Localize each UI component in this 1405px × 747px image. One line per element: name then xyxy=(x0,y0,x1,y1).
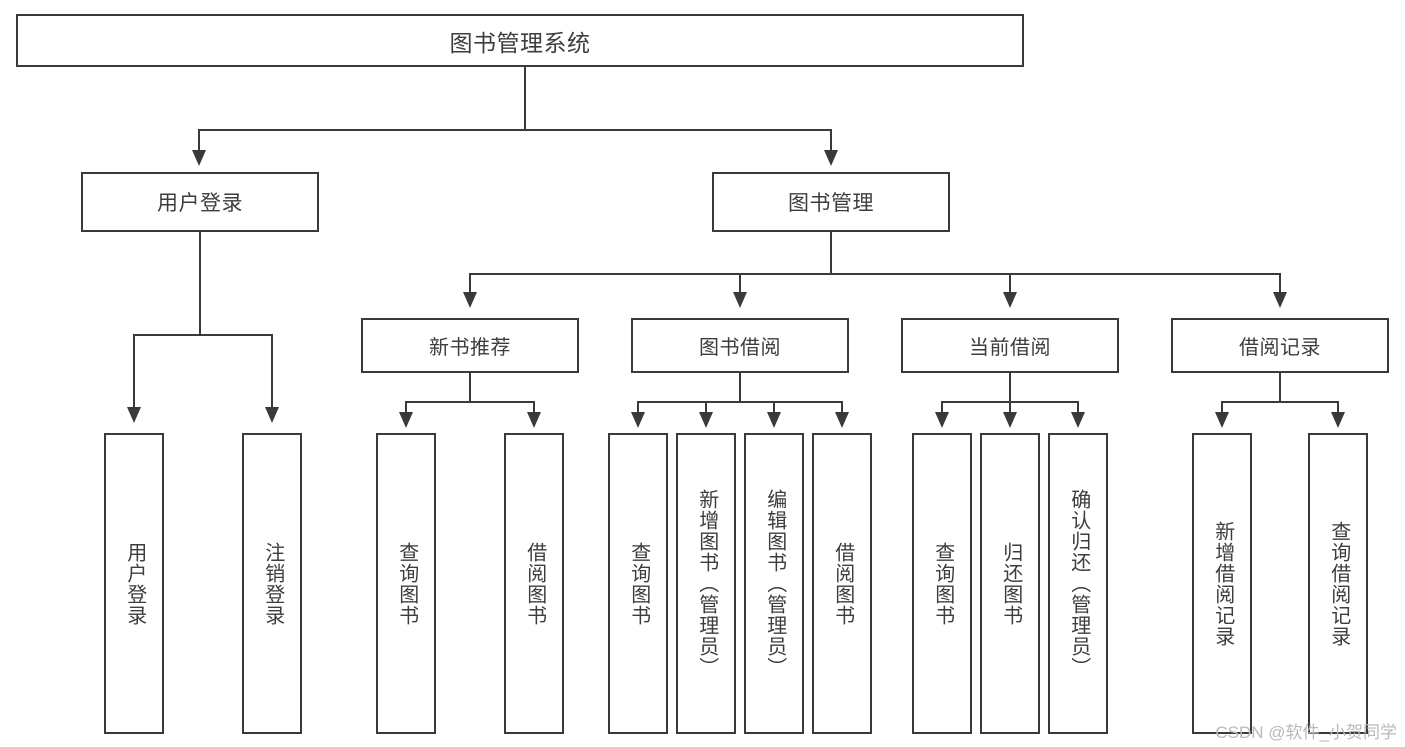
connector-newbook-leaf-1 xyxy=(405,401,407,415)
arrowhead-login-leaf-1 xyxy=(127,407,141,423)
connector-newbook-bus xyxy=(405,401,535,403)
arrowhead-bookborrow-leaf-3 xyxy=(767,412,781,428)
arrowhead-currentborrow-leaf-3 xyxy=(1071,412,1085,428)
leaf-borrow-book[interactable]: 借阅图书 xyxy=(812,433,872,734)
connector-bookmgmt-stem xyxy=(830,232,832,274)
arrowhead-borrowrecord-leaf-1 xyxy=(1215,412,1229,428)
leaf-query-book-borrow[interactable]: 查询图书 xyxy=(608,433,668,734)
leaf-query-book-current[interactable]: 查询图书 xyxy=(912,433,972,734)
connector-login-to-leaf-2 xyxy=(271,334,273,411)
connector-login-stem xyxy=(199,232,201,335)
node-label: 图书管理 xyxy=(788,192,874,215)
node-book-management[interactable]: 图书管理 xyxy=(712,172,950,232)
watermark-text: CSDN @软件_小贺同学 xyxy=(1215,723,1397,742)
connector-login-to-leaf-1 xyxy=(133,334,135,411)
arrowhead-bookborrow-leaf-2 xyxy=(699,412,713,428)
node-borrow-record[interactable]: 借阅记录 xyxy=(1171,318,1389,373)
node-label: 新书推荐 xyxy=(429,337,511,359)
node-label: 图书借阅 xyxy=(699,337,781,359)
arrowhead-currentborrow-leaf-1 xyxy=(935,412,949,428)
node-current-borrow[interactable]: 当前借阅 xyxy=(901,318,1119,373)
connector-borrowrecord-bus xyxy=(1221,401,1339,403)
leaf-label: 查询图书 xyxy=(395,541,418,626)
connector-bookmgmt-to-child-2 xyxy=(739,273,741,296)
leaf-logout[interactable]: 注销登录 xyxy=(242,433,302,734)
leaf-label: 确认归还（管理员） xyxy=(1067,489,1090,678)
connector-borrowrecord-leaf-1 xyxy=(1221,401,1223,415)
connector-bookborrow-leaf-2 xyxy=(705,401,707,415)
arrowhead-login-leaf-2 xyxy=(265,407,279,423)
leaf-label: 注销登录 xyxy=(261,541,284,626)
connector-bookborrow-stem xyxy=(739,373,741,402)
connector-bookborrow-bus xyxy=(637,401,843,403)
arrowhead-currentborrow-leaf-2 xyxy=(1003,412,1017,428)
arrowhead-newbook-leaf-1 xyxy=(399,412,413,428)
arrowhead-borrowrecord-leaf-2 xyxy=(1331,412,1345,428)
leaf-borrow-book-recommend[interactable]: 借阅图书 xyxy=(504,433,564,734)
connector-root-to-bookmgmt xyxy=(830,129,832,154)
connector-currentborrow-stem xyxy=(1009,373,1011,402)
leaf-label: 用户登录 xyxy=(123,541,146,626)
connector-bookborrow-leaf-4 xyxy=(841,401,843,415)
node-book-borrow[interactable]: 图书借阅 xyxy=(631,318,849,373)
leaf-confirm-return-admin[interactable]: 确认归还（管理员） xyxy=(1048,433,1108,734)
node-user-login[interactable]: 用户登录 xyxy=(81,172,319,232)
connector-bookborrow-leaf-1 xyxy=(637,401,639,415)
connector-currentborrow-leaf-1 xyxy=(941,401,943,415)
leaf-add-borrow-record[interactable]: 新增借阅记录 xyxy=(1192,433,1252,734)
node-label: 当前借阅 xyxy=(969,337,1051,359)
arrowhead-bookmgmt-child-4 xyxy=(1273,292,1287,308)
arrowhead-newbook-leaf-2 xyxy=(527,412,541,428)
leaf-label: 查询借阅记录 xyxy=(1327,520,1350,647)
connector-bookmgmt-to-child-1 xyxy=(469,273,471,296)
connector-bookmgmt-bus xyxy=(469,273,1281,275)
leaf-label: 编辑图书（管理员） xyxy=(763,489,786,678)
arrowhead-root-to-bookmgmt xyxy=(824,150,838,166)
leaf-user-login[interactable]: 用户登录 xyxy=(104,433,164,734)
connector-bookmgmt-to-child-4 xyxy=(1279,273,1281,296)
arrowhead-bookborrow-leaf-4 xyxy=(835,412,849,428)
leaf-label: 借阅图书 xyxy=(831,541,854,626)
connector-borrowrecord-leaf-2 xyxy=(1337,401,1339,415)
leaf-query-borrow-record[interactable]: 查询借阅记录 xyxy=(1308,433,1368,734)
leaf-label: 新增借阅记录 xyxy=(1211,520,1234,647)
node-label: 用户登录 xyxy=(157,192,243,215)
connector-currentborrow-leaf-3 xyxy=(1077,401,1079,415)
leaf-label: 查询图书 xyxy=(931,541,954,626)
connector-newbook-stem xyxy=(469,373,471,402)
node-new-book-recommend[interactable]: 新书推荐 xyxy=(361,318,579,373)
arrowhead-bookmgmt-child-2 xyxy=(733,292,747,308)
arrowhead-root-to-login xyxy=(192,150,206,166)
connector-bookmgmt-to-child-3 xyxy=(1009,273,1011,296)
connector-borrowrecord-stem xyxy=(1279,373,1281,402)
connector-login-bus xyxy=(133,334,273,336)
node-root-system[interactable]: 图书管理系统 xyxy=(16,14,1024,67)
leaf-label: 借阅图书 xyxy=(523,541,546,626)
connector-bookborrow-leaf-3 xyxy=(773,401,775,415)
connector-currentborrow-leaf-2 xyxy=(1009,401,1011,415)
leaf-query-book-recommend[interactable]: 查询图书 xyxy=(376,433,436,734)
connector-root-stem xyxy=(524,67,526,130)
connector-root-to-login xyxy=(198,129,200,154)
leaf-label: 查询图书 xyxy=(627,541,650,626)
connector-newbook-leaf-2 xyxy=(533,401,535,415)
connector-root-bus xyxy=(198,129,832,131)
leaf-return-book[interactable]: 归还图书 xyxy=(980,433,1040,734)
node-label: 借阅记录 xyxy=(1239,337,1321,359)
leaf-label: 归还图书 xyxy=(999,541,1022,626)
node-label: 图书管理系统 xyxy=(449,29,591,56)
leaf-add-book-admin[interactable]: 新增图书（管理员） xyxy=(676,433,736,734)
leaf-edit-book-admin[interactable]: 编辑图书（管理员） xyxy=(744,433,804,734)
leaf-label: 新增图书（管理员） xyxy=(695,489,718,678)
arrowhead-bookborrow-leaf-1 xyxy=(631,412,645,428)
arrowhead-bookmgmt-child-3 xyxy=(1003,292,1017,308)
arrowhead-bookmgmt-child-1 xyxy=(463,292,477,308)
